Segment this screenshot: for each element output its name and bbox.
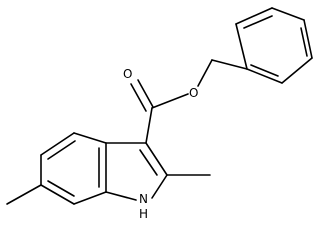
carbonyl-oxygen-label: O	[123, 67, 132, 81]
molecule-canvas: O O N H	[6, 7, 313, 221]
bond-ph-inner-2	[300, 27, 308, 57]
bond-co-double-a	[137, 79, 154, 108]
indole-nh-hydrogen-label: H	[139, 207, 148, 221]
bond-ph-1	[235, 7, 273, 25]
bond-ring-ch2	[211, 59, 248, 70]
bond-c3a-c4	[73, 132, 107, 144]
bond-benzo-inner-2	[47, 140, 76, 160]
bond-ch2-oxygen	[197, 59, 213, 87]
bond-c7-c7a	[73, 191, 107, 205]
bond-oxygen-carbonyl	[151, 93, 189, 109]
indole-nitrogen-label: N	[139, 192, 148, 206]
bond-c2-n1	[151, 174, 168, 199]
bond-carbonyl-c3	[145, 107, 153, 144]
bond-ph-2	[271, 7, 305, 21]
phenyl-ring	[235, 7, 313, 84]
bond-ph-4	[281, 57, 313, 84]
bond-c4-c5	[40, 132, 75, 156]
bond-c6-methyl	[6, 184, 42, 205]
ester-oxygen-label: O	[189, 86, 198, 100]
bond-ph-inner-1	[243, 15, 273, 29]
structure-diagram: O O N H	[6, 7, 313, 221]
bond-c3-c2-inner	[139, 149, 158, 176]
bond-c6-c7	[40, 184, 75, 205]
bond-ph-3	[303, 19, 313, 59]
bond-ph-5	[246, 68, 283, 84]
bond-n1-c7a	[105, 191, 137, 201]
bond-ph-6	[235, 23, 248, 70]
bond-benzo-inner-3	[47, 180, 75, 197]
bond-c3-c2	[145, 142, 168, 176]
bond-ph-inner-3	[250, 64, 279, 77]
bond-co-double-b	[130, 83, 147, 112]
benzo-ring	[40, 132, 107, 205]
